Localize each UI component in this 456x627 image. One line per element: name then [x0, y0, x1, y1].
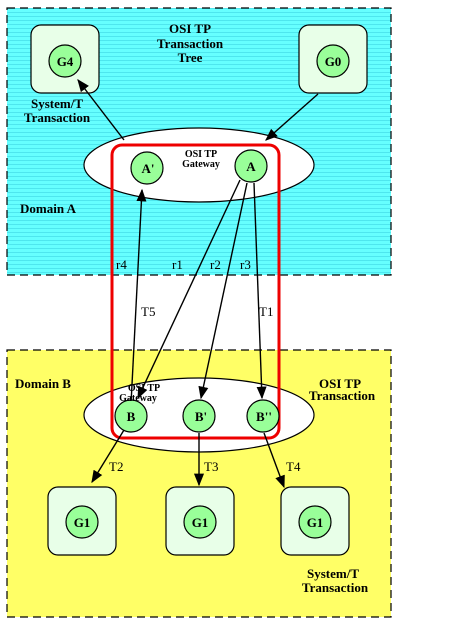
node-b-prime-circle [182, 399, 216, 433]
node-g1-left-label: G1 [74, 515, 91, 530]
edge-a-to-bprime-r2 [198, 182, 248, 400]
node-g1-right-label: G1 [307, 515, 324, 530]
edge-label-t2: T2 [109, 459, 123, 474]
edge-label-r1: r1 [172, 257, 183, 272]
edge-a-to-b-r1 [137, 179, 241, 400]
edge-label-t4: T4 [286, 459, 301, 474]
domain-a-label: Domain A [20, 201, 77, 216]
osi-tp-b-line1: OSI TP [319, 376, 361, 391]
tree-title-line2: Transaction [157, 36, 224, 51]
gateway-b-line1: OSI TP [128, 383, 160, 394]
node-g4-label: G4 [57, 54, 74, 69]
tree-title-line1: OSI TP [169, 21, 211, 36]
edge-label-t1: T1 [259, 304, 273, 319]
gateway-a-line2: Gateway [182, 159, 220, 170]
node-b-dprime-circle [246, 399, 280, 433]
gateway-b-line2: Gateway [119, 393, 157, 404]
system-t-a-line1: System/T [31, 96, 83, 111]
domain-b-label: Domain B [15, 376, 71, 391]
node-g0-circle [316, 44, 350, 78]
system-t-b-line2: Transaction [302, 580, 369, 595]
node-g1-left-circle [65, 505, 99, 539]
node-g1-mid-label: G1 [192, 515, 209, 530]
gateway-a-line1: OSI TP [185, 149, 217, 160]
node-g0-label: G0 [325, 54, 342, 69]
edge-label-r2: r2 [210, 257, 221, 272]
node-a-label: A [246, 159, 256, 174]
edge-label-t3: T3 [204, 459, 218, 474]
edge-label-r4: r4 [116, 257, 127, 272]
edge-g0-to-a [265, 93, 319, 141]
osi-tp-b-line2: Transaction [309, 388, 376, 403]
node-b-prime-label: B' [195, 409, 207, 424]
node-b-label: B [127, 409, 136, 424]
node-a-prime-circle [130, 151, 164, 185]
node-a-prime-label: A' [142, 161, 155, 176]
edge-label-r3: r3 [240, 257, 251, 272]
node-g4-circle [48, 44, 82, 78]
node-g1-mid-circle [183, 505, 217, 539]
node-b-dprime-label: B'' [256, 409, 272, 424]
gateway-highlight-box [110, 143, 281, 440]
node-g1-right-circle [298, 505, 332, 539]
edge-bdprime-to-g1-right [263, 432, 285, 489]
edge-a-to-g4 [77, 79, 125, 141]
edge-b-to-aprime-r4 [130, 188, 147, 405]
node-b-circle [114, 399, 148, 433]
node-a-circle [234, 149, 268, 183]
tree-title-line3: Tree [178, 50, 203, 65]
edge-label-t5: T5 [141, 304, 155, 319]
system-t-b-line1: System/T [307, 566, 359, 581]
edge-a-to-bdprime-r3 [253, 182, 267, 400]
system-t-a-line2: Transaction [24, 110, 91, 125]
edge-b-to-g1-left [91, 429, 125, 484]
